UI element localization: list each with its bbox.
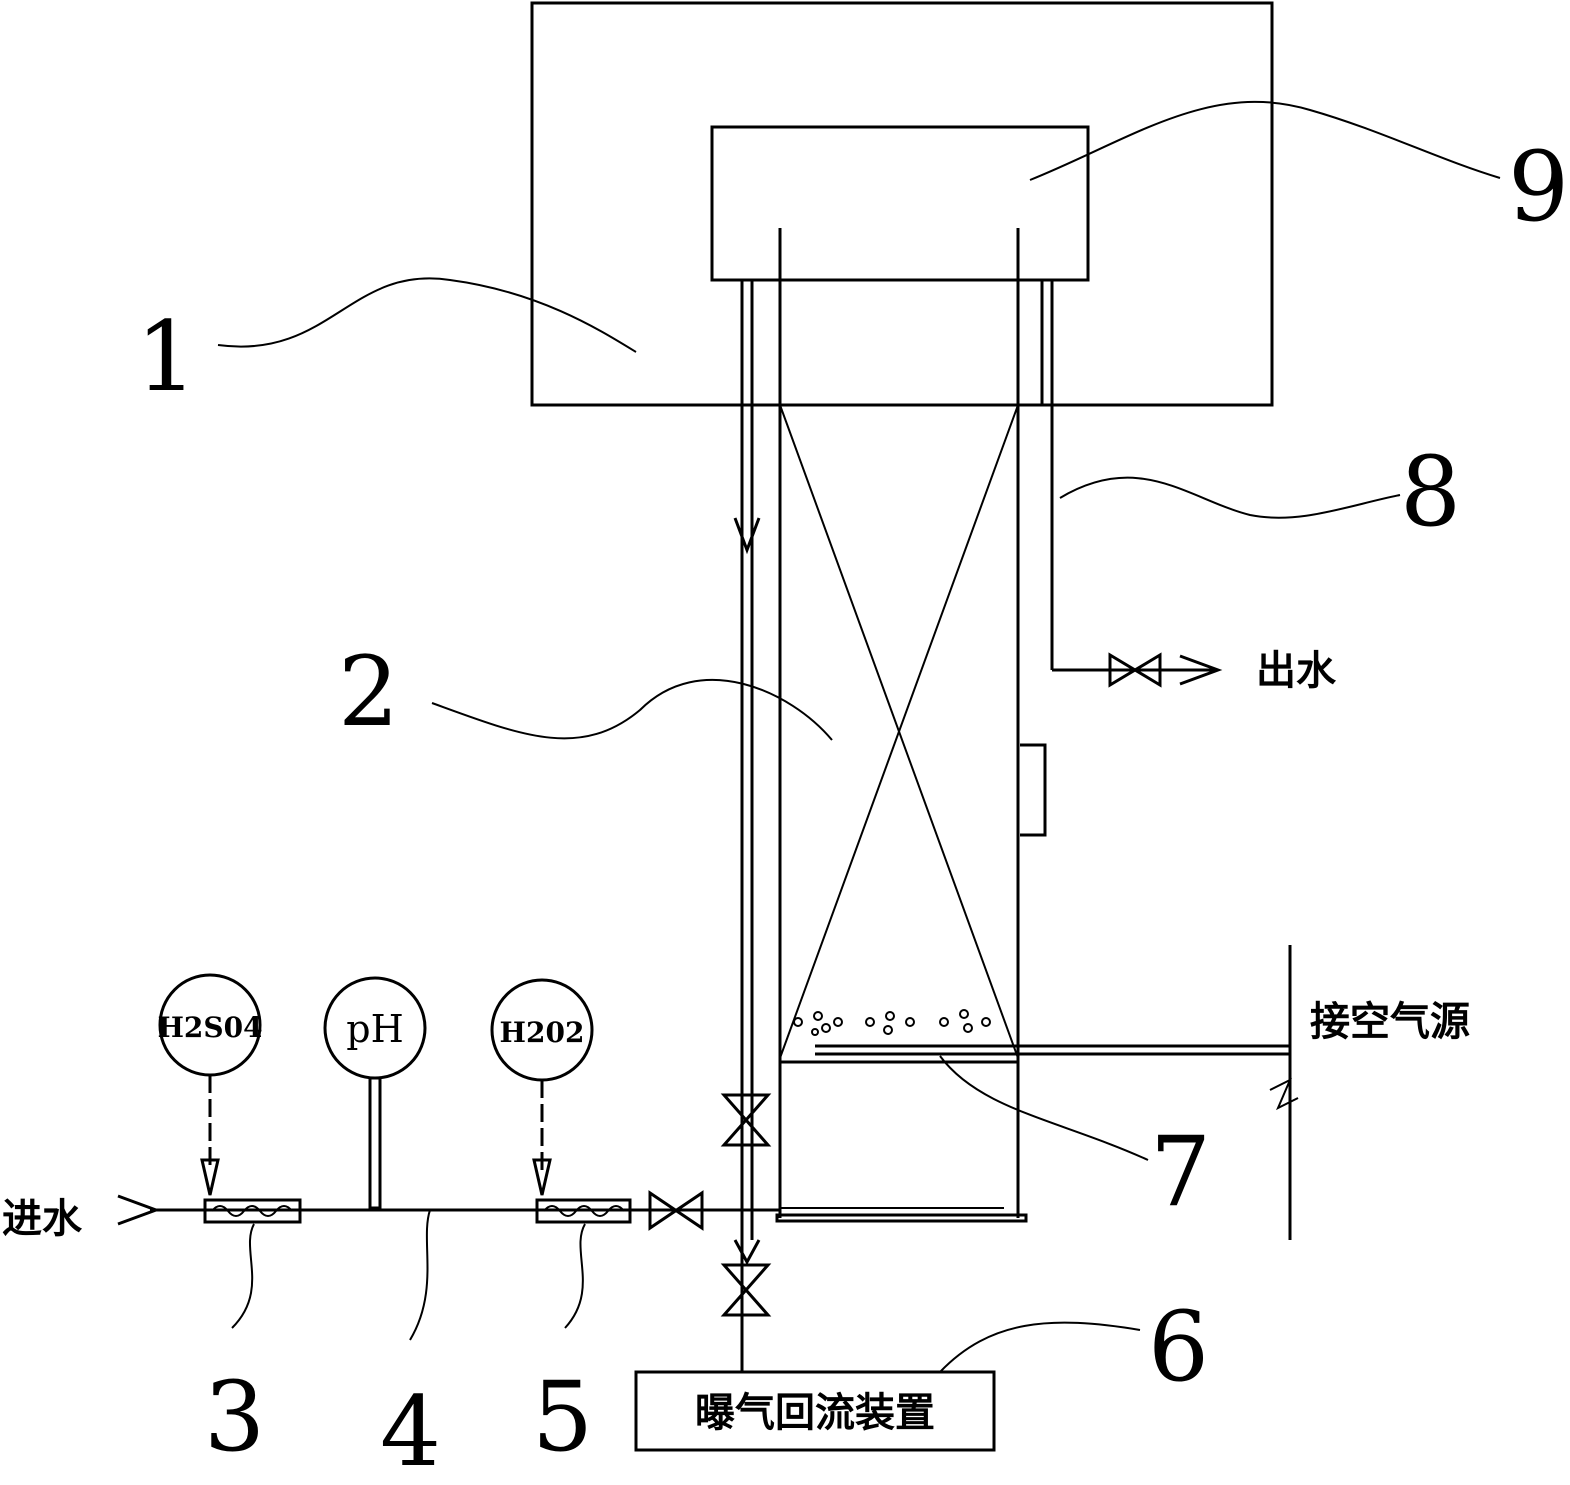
- return-valve-lower: [720, 1263, 772, 1317]
- leader-2: [431, 678, 833, 741]
- static-mixer-3: [203, 1198, 302, 1224]
- label-4: 4: [380, 1376, 441, 1485]
- inlet-arrow: [117, 1194, 161, 1226]
- peroxide-dosing-gauge: H202: [490, 978, 594, 1196]
- inlet-valve: [648, 1190, 704, 1231]
- leader-5: [564, 1223, 586, 1329]
- column-base: [775, 1213, 1028, 1223]
- outlet-label: 出水: [1256, 648, 1337, 694]
- column-cross-b: [779, 404, 1019, 1059]
- inner-box-9: [710, 125, 1090, 282]
- label-6: 6: [1148, 1291, 1209, 1403]
- air-bubbles: [793, 1009, 991, 1036]
- mixer-5-coil: [543, 1205, 625, 1217]
- leader-7: [939, 1055, 1149, 1161]
- leader-3: [231, 1223, 255, 1329]
- svg-text:H202: H202: [500, 1016, 585, 1049]
- aeration-return-device-label: 曝气回流装置: [695, 1390, 935, 1436]
- side-port: [1020, 743, 1047, 837]
- air-source-label: 接空气源: [1310, 999, 1470, 1045]
- svg-text:pH: pH: [346, 1007, 403, 1051]
- leader-9: [1029, 100, 1501, 181]
- ph-meter: pH: [323, 976, 427, 1210]
- label-1: 1: [136, 301, 197, 413]
- leader-1: [217, 277, 637, 353]
- label-3: 3: [204, 1361, 265, 1473]
- outlet-valve: [1108, 652, 1162, 688]
- top-box-1: [530, 1, 1274, 407]
- leader-8: [1059, 476, 1401, 519]
- static-mixer-5: [535, 1198, 632, 1224]
- label-9: 9: [1508, 131, 1569, 243]
- mixer-3-coil: [211, 1205, 293, 1217]
- return-valve-upper: [720, 1093, 772, 1147]
- return-arrow-lower: [733, 1239, 761, 1266]
- svg-text:H2S04: H2S04: [157, 1011, 262, 1044]
- aeration-return-device-box: [634, 1370, 996, 1452]
- leader-4: [409, 1209, 431, 1341]
- label-7: 7: [1150, 1116, 1211, 1228]
- outlet-arrow: [1179, 654, 1223, 686]
- label-5: 5: [532, 1361, 593, 1473]
- label-8: 8: [1400, 436, 1461, 548]
- return-flow-arrow: [733, 517, 761, 555]
- acid-dosing-gauge: H2S04: [157, 973, 263, 1196]
- break-mark: [1269, 1077, 1299, 1111]
- label-2: 2: [338, 636, 399, 748]
- leader-6: [939, 1321, 1141, 1373]
- inlet-label: 进水: [2, 1196, 83, 1242]
